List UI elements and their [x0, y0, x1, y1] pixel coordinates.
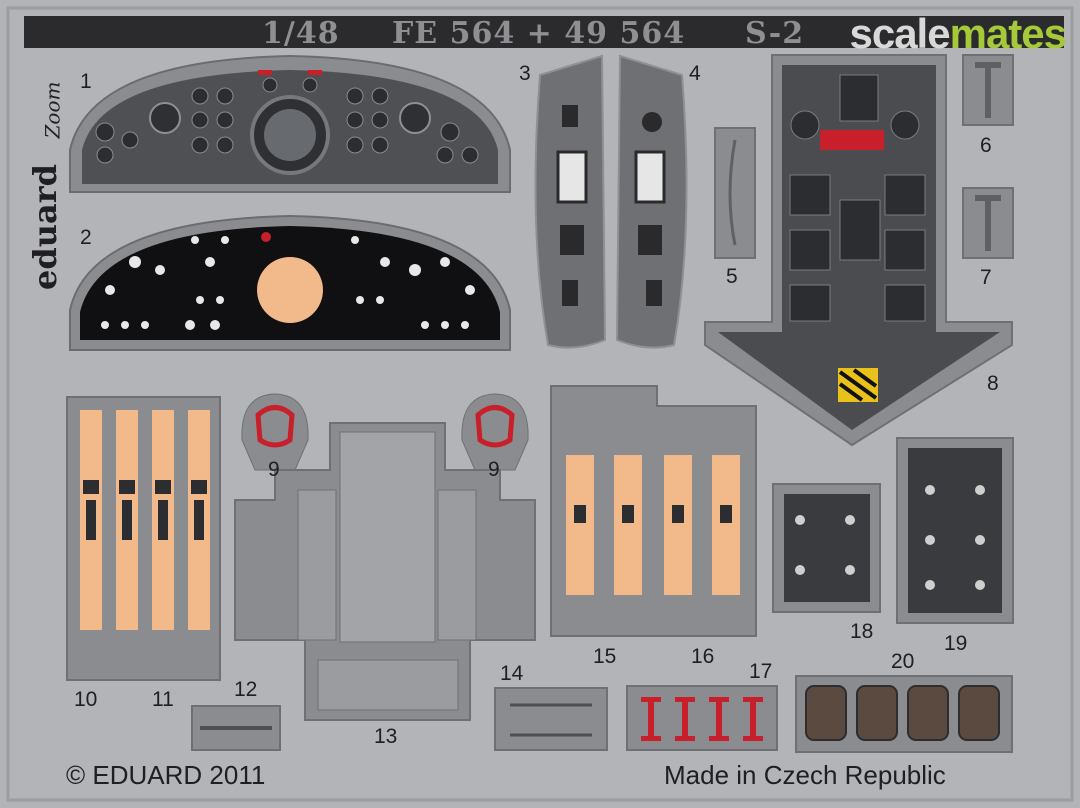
part-number: 9 [268, 458, 280, 481]
part-2-instrument-panel-black [69, 214, 511, 351]
part-number: 9 [488, 458, 500, 481]
part-number: 16 [691, 645, 715, 668]
part-7-bracket [962, 187, 1014, 259]
part-13-seat-base [234, 422, 536, 721]
part-14-bracket [494, 687, 608, 751]
part-17-pedal-brackets [626, 685, 778, 751]
part-number: 17 [749, 660, 773, 683]
part-number: 10 [74, 688, 98, 711]
part-number: 4 [689, 62, 701, 85]
part-12-bracket [191, 705, 281, 751]
part-9-buckle-right [461, 393, 529, 471]
watermark: scalemates [849, 10, 1067, 58]
eduard-brand: eduard [26, 164, 64, 290]
part-4-side-console [615, 54, 688, 349]
header-bar [24, 16, 1064, 48]
part-8-center-console [704, 54, 1013, 447]
part-number: 7 [980, 266, 992, 289]
part-19-panel [896, 437, 1014, 624]
part-3-side-console [534, 54, 607, 349]
part-number: 19 [944, 632, 968, 655]
scale-label: 1/48 [262, 16, 340, 51]
part-number: 6 [980, 134, 992, 157]
fret-header: 1/48 FE 564 + 49 564 S-2 scalemates [0, 6, 1080, 57]
part-number: 15 [593, 645, 617, 668]
part-10-11-belts [66, 396, 221, 681]
part-number: 14 [500, 662, 524, 685]
part-5-rod [714, 127, 756, 259]
model-label: S-2 [745, 16, 805, 51]
part-number: 11 [152, 688, 174, 711]
part-number: 5 [726, 265, 738, 288]
part-9-buckle-left [241, 393, 309, 471]
part-number: 20 [891, 650, 915, 673]
part-18-panel [772, 483, 881, 613]
copyright-text: © EDUARD 2011 [66, 760, 266, 790]
part-number: 2 [80, 226, 92, 249]
part-number: 12 [234, 678, 258, 701]
part-number: 3 [519, 62, 531, 85]
part-number: 1 [80, 70, 92, 93]
part-number: 8 [987, 372, 999, 395]
part-15-16-belts [550, 385, 757, 637]
watermark-scale: scale [849, 10, 950, 57]
part-number: 18 [850, 620, 874, 643]
origin-text: Made in Czech Republic [664, 760, 946, 790]
watermark-mates: mates [949, 10, 1067, 57]
product-code: FE 564 + 49 564 [392, 16, 686, 51]
part-1-instrument-panel [69, 54, 511, 193]
part-20-vents [795, 675, 1013, 753]
zoom-series-label: Zoom [40, 81, 65, 139]
part-number: 13 [374, 725, 398, 748]
part-6-bracket [962, 54, 1014, 126]
